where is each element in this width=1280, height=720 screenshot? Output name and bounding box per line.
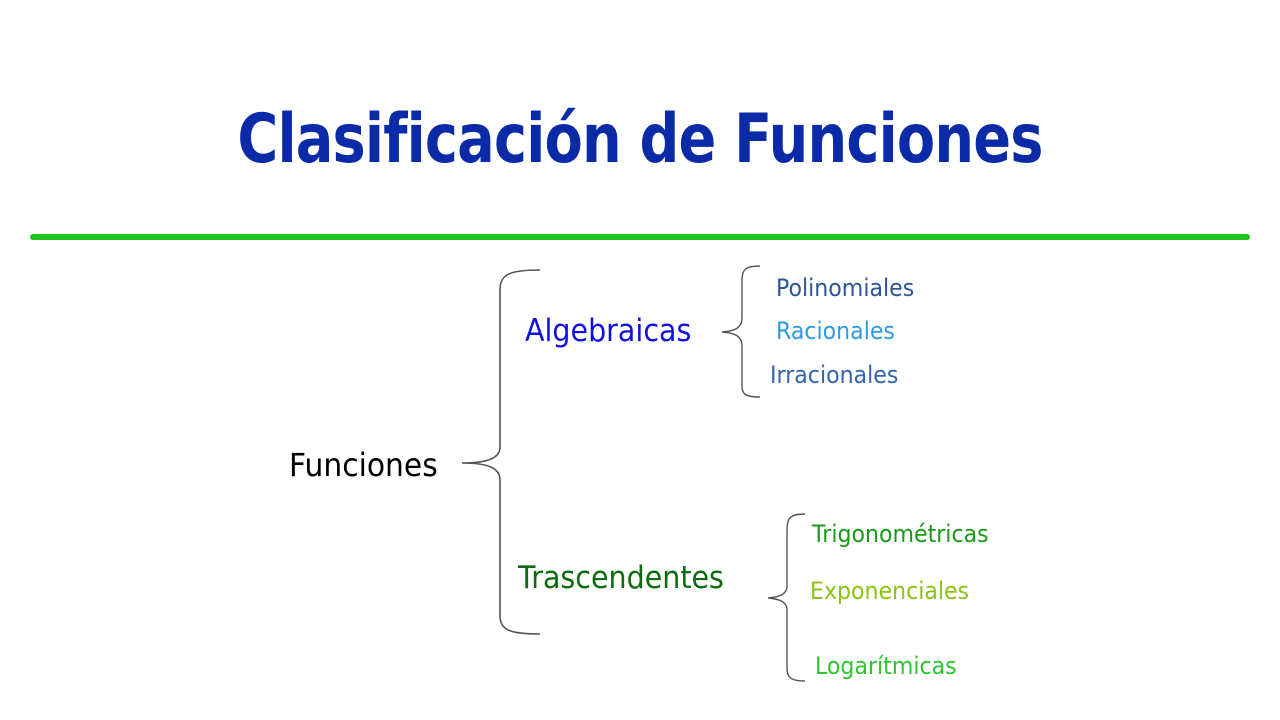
item-irracionales: Irracionales	[770, 361, 899, 389]
item-racionales: Racionales	[776, 317, 895, 345]
item-logaritmicas: Logarítmicas	[815, 652, 957, 680]
title-divider	[30, 234, 1250, 240]
category-trascendentes: Trascendentes	[518, 560, 724, 596]
root-label-funciones: Funciones	[289, 446, 438, 484]
category-algebraicas: Algebraicas	[525, 313, 692, 349]
trascendentes-brace	[767, 513, 806, 682]
item-exponenciales: Exponenciales	[810, 577, 970, 605]
page-title: Clasificación de Funciones	[237, 100, 1043, 179]
algebraicas-brace	[721, 265, 761, 398]
main-brace	[461, 269, 541, 635]
item-trigonometricas: Trigonométricas	[812, 520, 989, 548]
item-polinomiales: Polinomiales	[776, 274, 915, 302]
